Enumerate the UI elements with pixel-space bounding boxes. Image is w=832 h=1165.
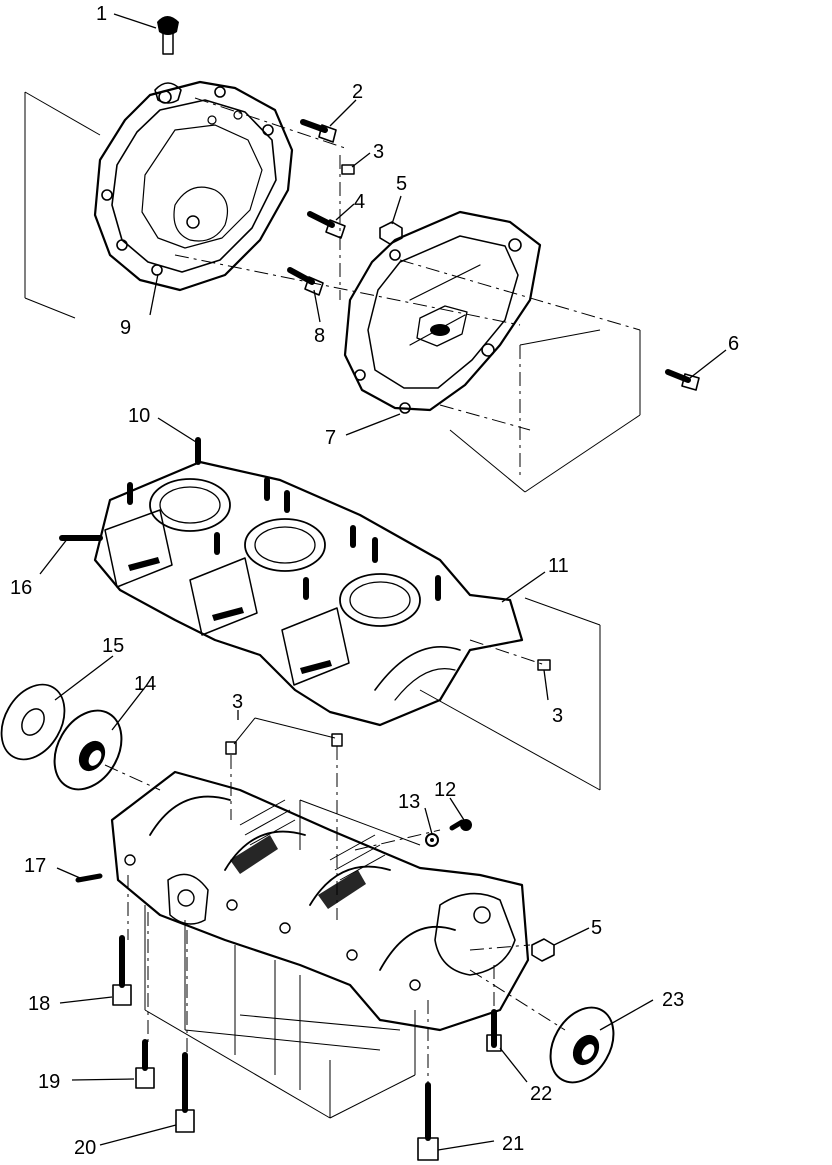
part-4-bolt	[307, 211, 346, 239]
callout-22: 22	[530, 1083, 552, 1105]
part-5-bushing-lower	[531, 938, 555, 962]
part-23-seal	[549, 1006, 615, 1084]
part-14-seal	[53, 709, 161, 791]
part-5-bushing-top	[379, 221, 403, 245]
part-15-seal	[0, 683, 66, 761]
callout-20: 20	[74, 1137, 96, 1159]
part-8-bolt	[287, 267, 324, 296]
part-3-dowel	[341, 164, 355, 175]
callout-11: 11	[548, 555, 569, 577]
part-3-dowel-right	[537, 659, 551, 671]
callout-18: 18	[28, 993, 50, 1015]
callout-13: 13	[398, 791, 420, 813]
callout-19: 19	[38, 1071, 60, 1093]
part-1-cap	[154, 16, 182, 104]
callout-7: 7	[325, 427, 336, 449]
part-18-bolt	[112, 935, 132, 1006]
part-20-bolt	[175, 1052, 195, 1133]
part-2-bolt	[300, 119, 337, 143]
callout-14: 14	[134, 673, 156, 695]
rear-cover-assembly	[343, 210, 641, 493]
lower-crankcase	[110, 770, 566, 1119]
callout-12: 12	[434, 779, 456, 801]
callout-6: 6	[728, 333, 739, 355]
callout-5: 5	[396, 173, 407, 195]
callout-8: 8	[314, 325, 325, 347]
part-22-bolt	[486, 1009, 502, 1052]
part-13-washer	[425, 833, 439, 847]
callout-3-mid: 3	[232, 691, 243, 713]
front-cover-assembly	[24, 80, 521, 326]
part-6-bolt	[665, 369, 700, 391]
upper-crankcase	[59, 437, 601, 791]
callout-10: 10	[128, 405, 150, 427]
callout-5-lower: 5	[591, 917, 602, 939]
callout-3-right: 3	[552, 705, 563, 727]
part-3-dowel-pair	[225, 717, 343, 920]
callout-17: 17	[24, 855, 46, 877]
callout-9: 9	[120, 317, 131, 339]
callout-21: 21	[502, 1133, 524, 1155]
callout-4: 4	[354, 191, 365, 213]
part-17-pin	[75, 873, 103, 883]
part-21-bolt	[417, 1082, 439, 1161]
callout-labels: 1 2 3 4 5 6 7 8 9 10 11 12 13 14 15 16 1…	[10, 3, 739, 1159]
callout-23: 23	[662, 989, 684, 1011]
callout-15: 15	[102, 635, 124, 657]
callout-3: 3	[373, 141, 384, 163]
part-12-screw	[449, 819, 472, 831]
leader-lines	[39, 13, 727, 1151]
callout-16: 16	[10, 577, 32, 599]
callout-1: 1	[96, 3, 107, 25]
part-19-bolt	[135, 1039, 155, 1089]
callout-2: 2	[352, 81, 363, 103]
